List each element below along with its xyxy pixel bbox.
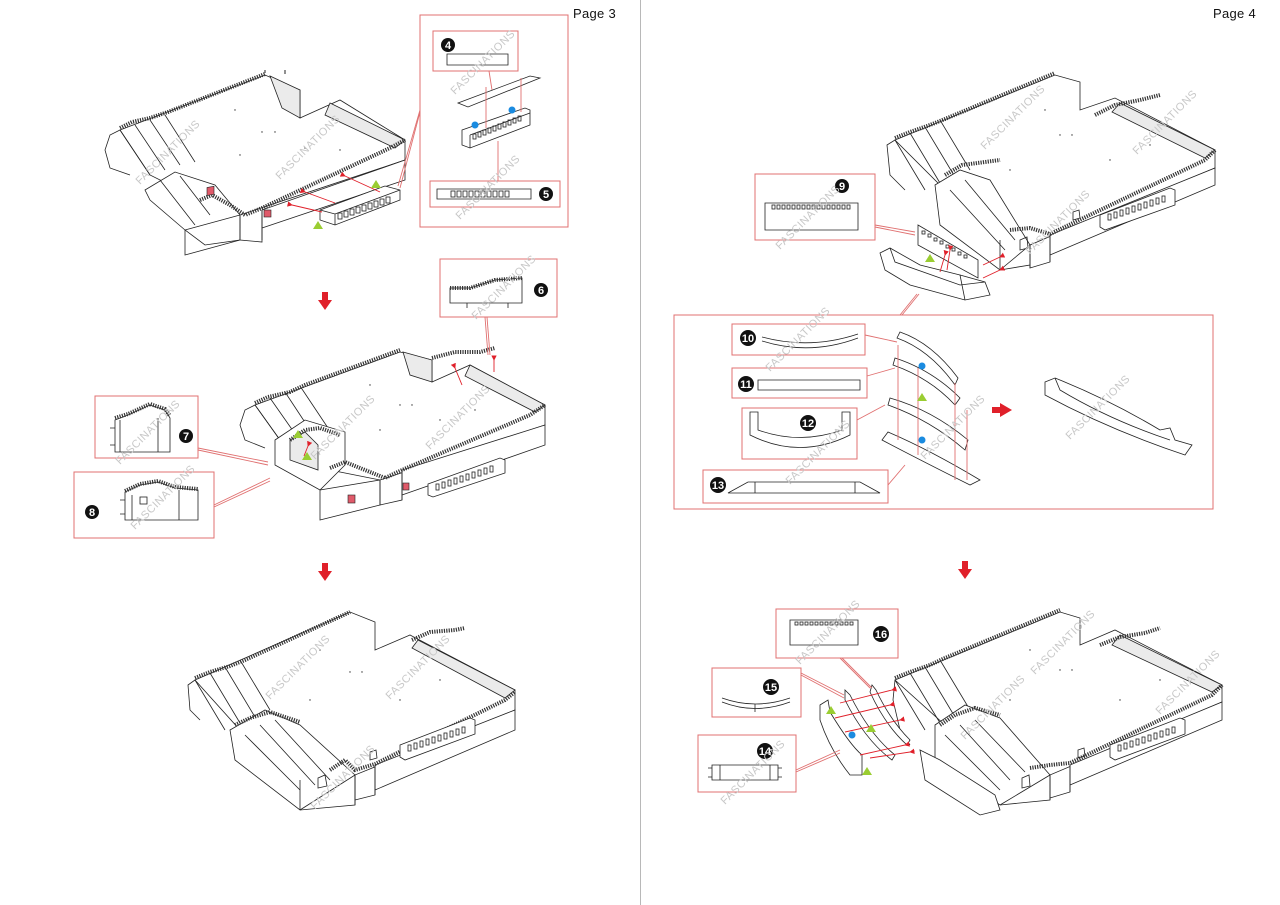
- marker-triangle: [313, 221, 323, 229]
- marker-triangle: [917, 393, 927, 401]
- marker-triangle: [302, 452, 312, 460]
- page-4: Page 4: [641, 0, 1280, 905]
- svg-text:14: 14: [759, 746, 772, 758]
- marker-dot: [471, 121, 479, 129]
- next-step-arrow: [318, 563, 332, 581]
- svg-text:7: 7: [183, 431, 189, 443]
- part-11-badge: 11: [738, 376, 754, 392]
- svg-text:15: 15: [765, 682, 777, 694]
- part-9-badge: 9: [835, 179, 849, 193]
- model-step-3b: FASCINATIONS FASCINATIONS: [239, 346, 547, 521]
- svg-text:FASCINATIONS: FASCINATIONS: [784, 418, 853, 487]
- callout-part-14: 14 FASCINATIONS: [697, 734, 841, 807]
- marker-triangle: [371, 180, 381, 188]
- part-5-badge: 5: [539, 187, 553, 201]
- svg-text:11: 11: [740, 379, 752, 391]
- svg-text:16: 16: [875, 629, 887, 641]
- result-arrow: [992, 403, 1012, 417]
- callout-part-6: 6 FASCINATIONS: [439, 253, 558, 356]
- page-number: Page 3: [572, 6, 616, 21]
- part-16-badge: 16: [873, 626, 889, 642]
- marker-triangle: [925, 254, 935, 262]
- marker-dot: [918, 436, 926, 444]
- marker-triangle: [293, 430, 303, 438]
- svg-text:13: 13: [712, 480, 724, 492]
- svg-text:12: 12: [802, 418, 814, 430]
- page-number: Page 4: [1212, 6, 1256, 21]
- svg-text:4: 4: [445, 40, 452, 52]
- callout-part-16: 16 FASCINATIONS: [775, 598, 899, 689]
- marker-dot: [848, 731, 856, 739]
- page-4-illustrations: FASCINATIONS FASCINATIONS FASCINATIONS 9…: [673, 71, 1224, 816]
- callout-part-9: 9 FASCINATIONS: [754, 173, 916, 252]
- callout-part-8: 8 FASCINATIONS: [73, 463, 271, 539]
- svg-text:8: 8: [89, 507, 95, 519]
- model-step-4a: FASCINATIONS FASCINATIONS FASCINATIONS: [879, 71, 1217, 301]
- page-3: Page 3: [73, 6, 616, 813]
- model-step-3a: FASCINATIONS FASCINATIONS: [104, 70, 406, 256]
- next-step-arrow: [958, 561, 972, 579]
- marker-triangle: [866, 724, 876, 732]
- svg-text:9: 9: [839, 181, 845, 193]
- part-8-badge: 8: [85, 505, 99, 519]
- part-15-badge: 15: [763, 679, 779, 695]
- part-12-badge: 12: [800, 415, 816, 431]
- callout-parts-10-13: 10 11 12 13: [673, 293, 1214, 510]
- model-step-4b: FASCINATIONS FASCINATIONS FASCINATIONS: [819, 608, 1224, 816]
- callout-part-15: 15: [711, 667, 845, 718]
- svg-text:FASCINATIONS: FASCINATIONS: [454, 153, 523, 222]
- part-7-badge: 7: [179, 429, 193, 443]
- part-4-badge: 4: [441, 38, 455, 52]
- model-step-3c: FASCINATIONS FASCINATIONS FASCINATIONS: [187, 610, 517, 812]
- page-spread-divider: [639, 0, 641, 905]
- svg-text:6: 6: [538, 285, 544, 297]
- part-14-badge: 14: [757, 743, 773, 759]
- marker-triangle: [826, 706, 836, 714]
- marker-dot: [508, 106, 516, 114]
- callout-parts-4-5: 4 5: [397, 14, 569, 228]
- svg-text:5: 5: [543, 189, 549, 201]
- svg-text:10: 10: [742, 333, 754, 345]
- part-13-badge: 13: [710, 477, 726, 493]
- page-3-illustrations: FASCINATIONS FASCINATIONS 4: [73, 14, 569, 812]
- part-6-badge: 6: [534, 283, 548, 297]
- next-step-arrow: [318, 292, 332, 310]
- part-10-badge: 10: [740, 330, 756, 346]
- marker-dot: [918, 362, 926, 370]
- marker-triangle: [862, 767, 872, 775]
